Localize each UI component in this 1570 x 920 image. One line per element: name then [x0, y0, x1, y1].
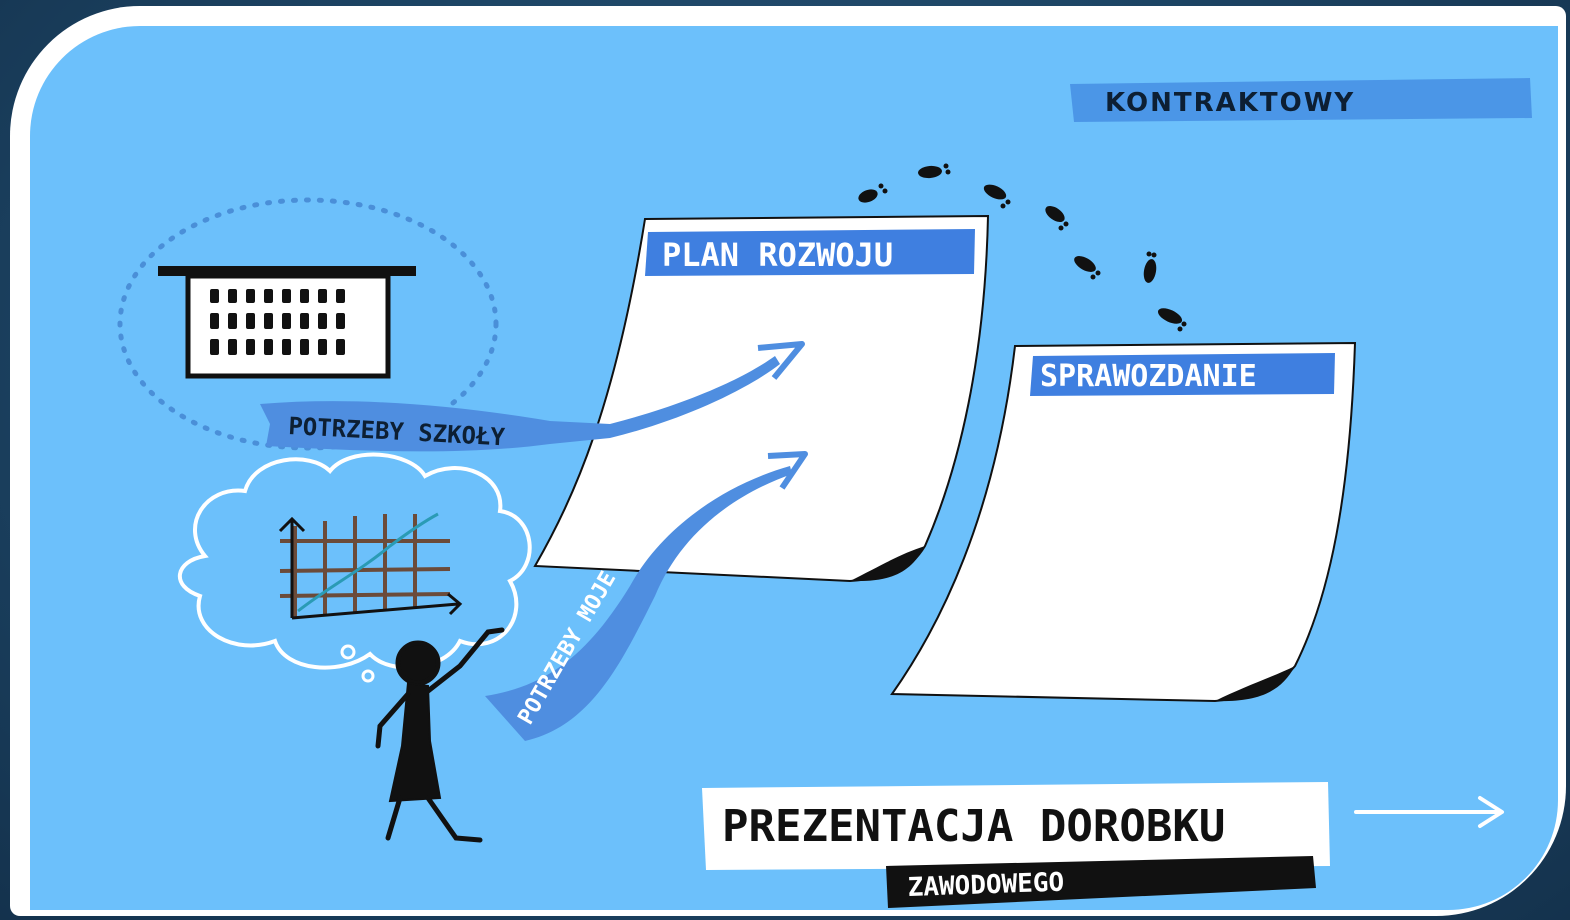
kontraktowy-tag: KONTRAKTOWY: [1070, 78, 1532, 122]
plan-rozwoju-title: PLAN ROZWOJU: [662, 236, 893, 274]
illustration: KONTRAKTOWY PLAN ROZWOJU: [117, 78, 1532, 908]
presentation-banner: PREZENTACJA DOROBKU ZAWODOWEGO: [702, 782, 1330, 908]
banner-line1: PREZENTACJA DOROBKU: [722, 801, 1225, 852]
slide-frame: KONTRAKTOWY PLAN ROZWOJU: [10, 6, 1566, 916]
sprawozdanie-document: SPRAWOZDANIE: [890, 341, 1357, 703]
tag-label: KONTRAKTOWY: [1105, 88, 1355, 118]
illustration-canvas: KONTRAKTOWY PLAN ROZWOJU: [30, 26, 1558, 910]
person-icon: [375, 627, 505, 843]
banner-line2: ZAWODOWEGO: [907, 868, 1064, 903]
ribbon-school-needs: POTRZEBY SZKOŁY: [260, 341, 805, 452]
sprawozdanie-title: SPRAWOZDANIE: [1040, 359, 1257, 394]
arrow-right-icon: [1354, 796, 1504, 828]
school-building-icon: [158, 266, 416, 379]
plan-rozwoju-document: PLAN ROZWOJU: [533, 214, 990, 583]
chart-icon: [278, 512, 463, 620]
footprints-icon: [858, 163, 1187, 332]
